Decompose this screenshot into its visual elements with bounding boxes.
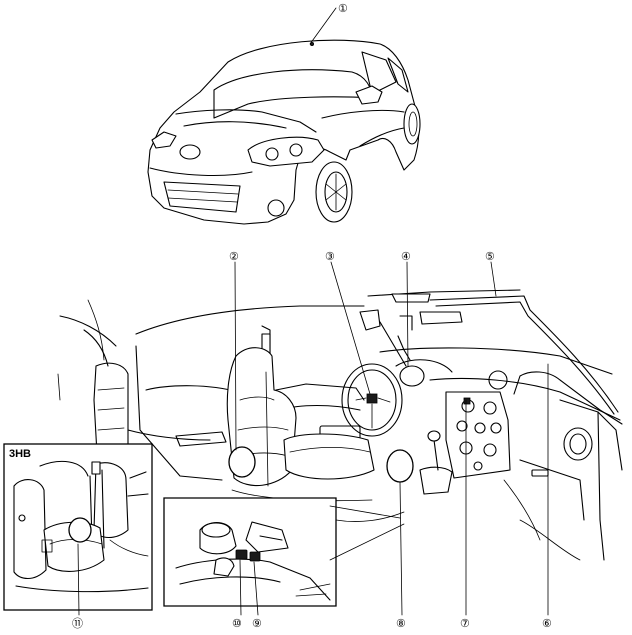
callout-3: ③ bbox=[325, 251, 335, 263]
exterior-car bbox=[147, 39, 421, 225]
usb-port-icon bbox=[235, 549, 248, 560]
callout-1: ① bbox=[338, 3, 348, 15]
callout-10: ⑩ bbox=[232, 618, 242, 630]
callout-5: ⑤ bbox=[485, 251, 495, 263]
aux-jack-icon bbox=[249, 551, 261, 562]
callout-11: ⑪ bbox=[72, 617, 83, 630]
callout-2: ② bbox=[229, 251, 239, 263]
inset-label-3hb: 3HB bbox=[9, 448, 31, 460]
rear-door-speaker bbox=[228, 446, 256, 478]
callout-7: ⑦ bbox=[460, 618, 470, 630]
callout-4: ④ bbox=[401, 251, 411, 263]
inset-3hb bbox=[3, 443, 153, 611]
leader-lines bbox=[77, 7, 549, 616]
callout-9: ⑨ bbox=[252, 618, 262, 630]
callout-6: ⑥ bbox=[542, 618, 552, 630]
audio-unit-connector bbox=[463, 397, 471, 405]
inset-rear-speaker bbox=[68, 517, 92, 543]
front-door-speaker bbox=[386, 449, 414, 483]
inset-console bbox=[163, 497, 405, 607]
callout-8: ⑧ bbox=[396, 618, 406, 630]
